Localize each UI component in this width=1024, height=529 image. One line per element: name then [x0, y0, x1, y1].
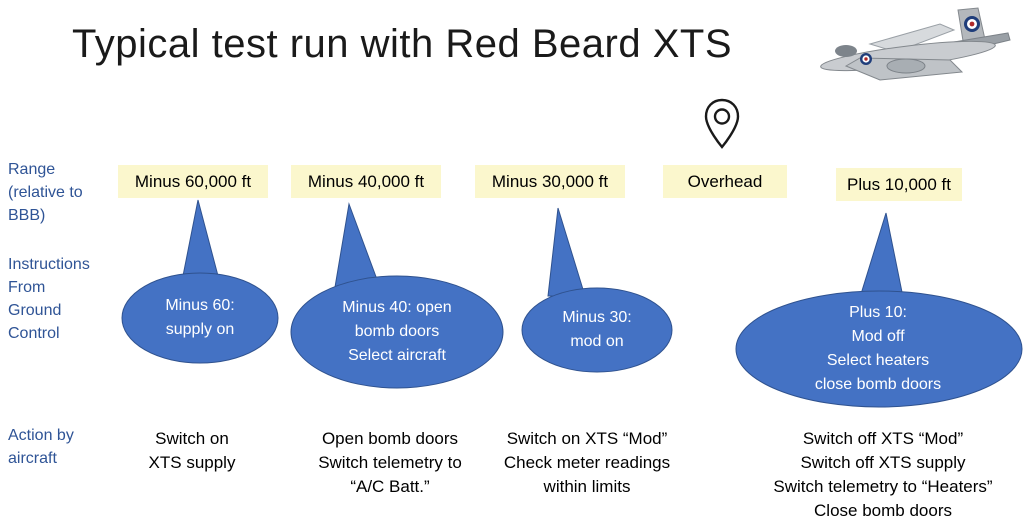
- action-minus-40: Open bomb doors Switch telemetry to “A/C…: [318, 429, 462, 496]
- callout-text: Minus 30: mod on: [562, 309, 632, 350]
- callout-balloon-icon: [521, 207, 673, 373]
- location-pin-icon: [702, 97, 742, 153]
- row-label-range: Range (relative to BBB): [8, 161, 83, 224]
- range-marker-minus-40000: Minus 40,000 ft: [291, 165, 441, 198]
- roundel-fuselage: [860, 53, 872, 65]
- roundel-fin: [964, 16, 980, 32]
- aircraft-image: [808, 4, 1013, 100]
- callout-text: Plus 10: Mod off Select heaters close bo…: [814, 304, 942, 393]
- row-label-instructions: Instructions From Ground Control: [8, 256, 90, 342]
- callout-minus-40: Minus 40: open bomb doors Select aircraf…: [290, 201, 504, 391]
- callout-text: Minus 60: supply on: [165, 297, 235, 338]
- callout-balloon-icon: [290, 202, 504, 389]
- row-label-action: Action by aircraft: [8, 427, 74, 467]
- callout-plus-10: Plus 10: Mod off Select heaters close bo…: [733, 211, 1023, 409]
- action-plus-10: Switch off XTS “Mod” Switch off XTS supp…: [773, 429, 993, 520]
- callout-balloon-icon: [121, 199, 279, 364]
- page-title: Typical test run with Red Beard XTS: [72, 22, 732, 66]
- range-marker-minus-60000: Minus 60,000 ft: [118, 165, 268, 198]
- action-minus-30: Switch on XTS “Mod” Check meter readings…: [503, 429, 671, 496]
- action-minus-60: Switch on XTS supply: [148, 429, 236, 472]
- callout-text: Minus 40: open bomb doors Select aircraf…: [342, 299, 452, 364]
- callout-minus-60: Minus 60: supply on: [120, 197, 280, 367]
- range-marker-plus-10000: Plus 10,000 ft: [836, 168, 962, 201]
- callout-balloon-icon: [735, 212, 1023, 408]
- range-marker-minus-30000: Minus 30,000 ft: [475, 165, 625, 198]
- aircraft-icon: [820, 7, 1011, 81]
- callout-minus-30: Minus 30: mod on: [521, 206, 673, 374]
- range-marker-overhead: Overhead: [663, 165, 787, 198]
